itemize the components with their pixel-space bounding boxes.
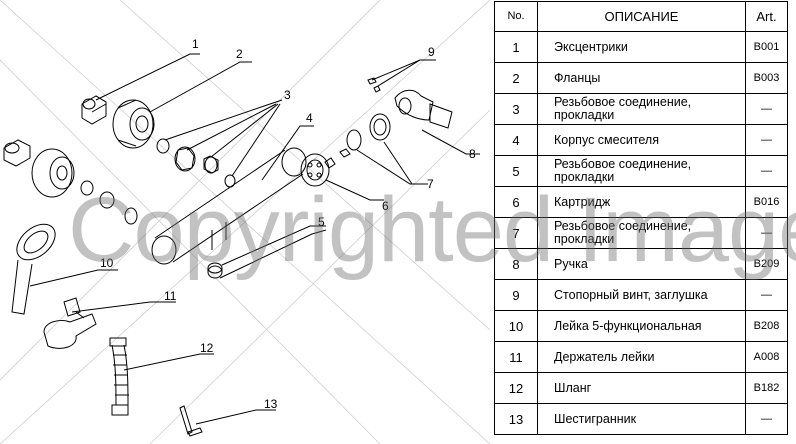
cell-art: B016	[745, 186, 788, 218]
threaded-connection-parts	[80, 138, 236, 225]
header-no: No.	[494, 1, 538, 32]
callout-13: 13	[264, 397, 278, 411]
set-screw	[367, 77, 381, 93]
cell-description: Стопорный винт, заглушка	[537, 279, 746, 311]
cell-no: 13	[494, 403, 538, 435]
cell-no: 7	[494, 217, 538, 249]
cell-description: Ручка	[537, 248, 746, 280]
callout-12: 12	[200, 341, 214, 355]
cell-description: Шланг	[537, 372, 746, 404]
watermark-lines	[0, 0, 490, 444]
cell-description: Картридж	[537, 186, 746, 218]
cell-art: B182	[745, 372, 788, 404]
cell-description: Держатель лейки	[537, 341, 746, 373]
cell-art: —	[745, 403, 788, 435]
exploded-parts-diagram: 1 2 3 4 5 6 7 8 9 10 11 12 13	[0, 0, 490, 444]
header-description: ОПИСАНИЕ	[537, 1, 746, 32]
hose	[109, 337, 129, 416]
flange-part-left	[31, 148, 75, 198]
cell-no: 8	[494, 248, 538, 280]
cell-no: 11	[494, 341, 538, 373]
cell-description: Резьбовое соединение, прокладки	[537, 217, 746, 249]
threaded-connection-bottom	[207, 262, 223, 279]
cell-description: Резьбовое соединение, прокладки	[537, 93, 746, 125]
shower-holder	[43, 297, 97, 349]
cell-no: 9	[494, 279, 538, 311]
flange-part	[112, 99, 155, 149]
leader-lines	[29, 53, 480, 425]
cell-no: 4	[494, 124, 538, 156]
callout-10: 10	[100, 256, 114, 270]
cartridge	[300, 153, 336, 187]
callout-1: 1	[192, 37, 199, 51]
hex-key	[179, 405, 203, 437]
callout-3: 3	[284, 88, 291, 102]
callout-6: 6	[382, 199, 389, 213]
mixer-body	[151, 147, 307, 265]
callout-11: 11	[164, 289, 177, 303]
cell-art: B003	[745, 62, 788, 94]
cell-art: A008	[745, 341, 788, 373]
cell-no: 10	[494, 310, 538, 342]
table-header-row: No. ОПИСАНИЕ Art.	[494, 1, 788, 32]
cell-art: —	[745, 217, 788, 249]
callout-5: 5	[318, 215, 325, 229]
cell-description: Фланцы	[537, 62, 746, 94]
cell-no: 5	[494, 155, 538, 187]
callout-2: 2	[236, 47, 243, 61]
eccentric-part	[81, 95, 107, 125]
cell-no: 1	[494, 31, 538, 63]
threaded-connection-right	[339, 113, 391, 158]
cell-art: B208	[745, 310, 788, 342]
cell-no: 2	[494, 62, 538, 94]
cell-art: B209	[745, 248, 788, 280]
cell-no: 12	[494, 372, 538, 404]
handle	[394, 89, 453, 129]
cell-description: Резьбовое соединение, прокладки	[537, 155, 746, 187]
cell-art: —	[745, 93, 788, 125]
callout-9: 9	[428, 45, 435, 59]
callout-7: 7	[427, 177, 434, 191]
cell-art: B001	[745, 31, 788, 63]
header-art: Art.	[745, 1, 788, 32]
cell-no: 3	[494, 93, 538, 125]
callout-8: 8	[469, 147, 476, 161]
cell-description: Корпус смесителя	[537, 124, 746, 156]
callout-4: 4	[306, 111, 313, 125]
cell-art: —	[745, 124, 788, 156]
cell-description: Эксцентрики	[537, 31, 746, 63]
cell-description: Лейка 5-функциональная	[537, 310, 746, 342]
eccentric-part-left	[3, 139, 31, 167]
cell-art: —	[745, 279, 788, 311]
cell-no: 6	[494, 186, 538, 218]
cell-description: Шестигранник	[537, 403, 746, 435]
cell-art: —	[745, 155, 788, 187]
hand-shower	[11, 223, 56, 315]
